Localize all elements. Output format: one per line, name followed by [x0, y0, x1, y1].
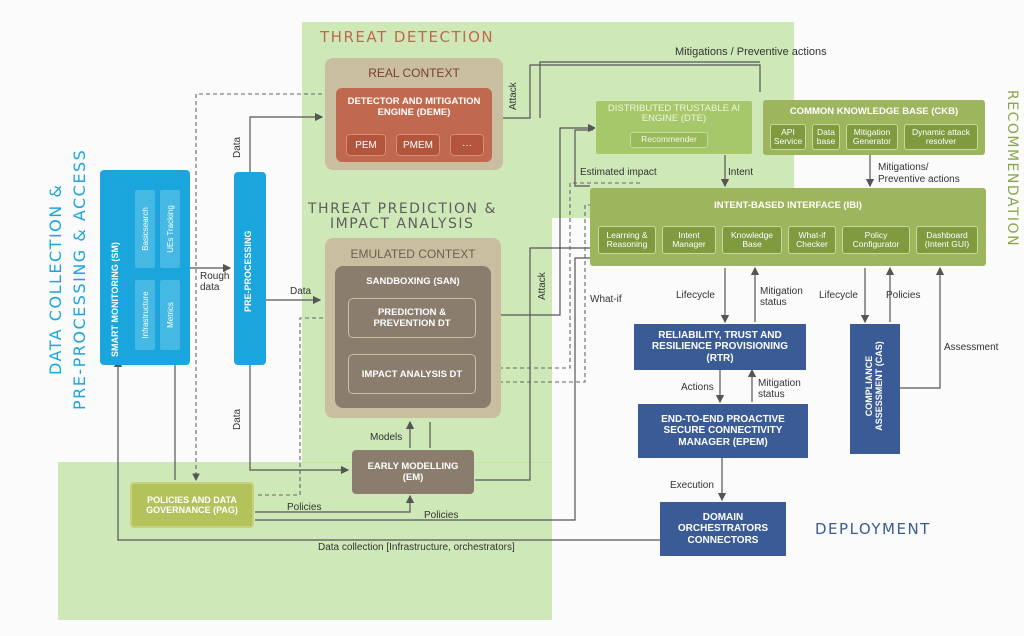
threat-prediction-title-2: IMPACT ANALYSIS [330, 216, 475, 232]
label-policies-1: Policies [287, 502, 322, 513]
more-box: ··· [450, 134, 484, 156]
pre-processing-title: PRE-PROCESSING [243, 230, 253, 312]
prediction-dt-box: PREDICTION & PREVENTION DT [348, 298, 476, 338]
ibi-item-learning: Learning & Reasoning [598, 226, 656, 254]
label-mitigation-status-1: Mitigation status [760, 286, 803, 308]
ckb-title: COMMON KNOWLEDGE BASE (CKB) [789, 106, 959, 117]
label-mitigation-status-2: Mitigation status [758, 378, 801, 400]
pem-box: PEM [346, 134, 386, 156]
label-attack-top: Attack [508, 82, 519, 110]
cas-box [850, 324, 900, 454]
ibi-item-dashboard: Dashboard (Intent GUI) [916, 226, 978, 254]
recommendation-title: RECOMMENDATION [1004, 90, 1020, 248]
pmem-box: PMEM [396, 134, 440, 156]
epem-box: END-TO-END PROACTIVE SECURE CONNECTIVITY… [638, 404, 808, 458]
ckb-item-dynamic-attack: Dynamic attack resolver [904, 124, 978, 150]
ckb-item-database: Data base [812, 124, 840, 150]
pag-box: POLICIES AND DATA GOVERNANCE (PAG) [130, 482, 254, 528]
deme-title: DETECTOR AND MITIGATION ENGINE (DEME) [347, 96, 481, 118]
dte-title: DISTRIBUTED TRUSTABLE AI ENGINE (DTE) [607, 103, 741, 125]
label-lifecycle-2: Lifecycle [819, 290, 858, 301]
label-mitigations-right: Mitigations/ Preventive actions [878, 162, 960, 185]
ibi-item-intent-manager: Intent Manager [662, 226, 716, 254]
real-context-title: REAL CONTEXT [368, 66, 460, 80]
ibi-item-knowledge-base: Knowledge Base [722, 226, 782, 254]
sm-item-infrastructure: Infrastructure [135, 280, 155, 350]
ckb-item-api: API Service [770, 124, 806, 150]
label-data-bottom: Data [232, 408, 243, 430]
label-data-collection: Data collection [Infrastructure, orchest… [318, 542, 515, 553]
ckb-item-mitigation-generator: Mitigation Generator [846, 124, 898, 150]
impact-dt-box: IMPACT ANALYSIS DT [348, 354, 476, 394]
smart-monitoring-title: SMART MONITORING (SM) [110, 242, 120, 357]
label-lifecycle-1: Lifecycle [676, 290, 715, 301]
sandboxing-title: SANDBOXING (SAN) [366, 276, 460, 287]
label-actions: Actions [681, 382, 714, 393]
threat-prediction-title-1: THREAT PREDICTION & [308, 201, 497, 217]
early-modelling-box: EARLY MODELLING (EM) [352, 450, 474, 494]
label-data-mid: Data [290, 286, 312, 297]
ibi-title: INTENT-BASED INTERFACE (IBI) [714, 200, 862, 211]
label-what-if: What-if [590, 294, 622, 305]
rtr-box: RELIABILITY, TRUST AND RESILIENCE PROVIS… [634, 324, 806, 370]
sm-item-ues-tracking: UEs Tracking [160, 190, 180, 268]
label-execution: Execution [670, 480, 714, 491]
threat-detection-title: THREAT DETECTION [320, 28, 495, 46]
pre-processing-box [234, 172, 266, 365]
label-policies-right: Policies [886, 290, 921, 301]
sm-item-metrics: Metrics [160, 280, 180, 350]
label-rough-data: Rough data [200, 271, 230, 293]
label-assessment: Assessment [944, 342, 999, 353]
ibi-item-policy: Policy Configurator [842, 226, 910, 254]
label-data-top: Data [232, 136, 243, 158]
label-mitigations-top: Mitigations / Preventive actions [675, 46, 827, 58]
domain-box: DOMAIN ORCHESTRATORS CONNECTORS [660, 502, 786, 556]
label-estimated-impact: Estimated impact [580, 167, 657, 178]
ibi-item-what-if: What-if Checker [788, 226, 836, 254]
cas-title: COMPLIANCE ASSESSMENT (CAS) [864, 341, 884, 431]
label-policies-2: Policies [424, 510, 459, 521]
label-intent: Intent [728, 167, 754, 178]
data-collection-title-1: DATA COLLECTION & [46, 183, 65, 375]
deployment-title: DEPLOYMENT [815, 520, 931, 538]
emulated-context-title: EMULATED CONTEXT [350, 247, 476, 261]
label-models: Models [370, 432, 403, 443]
data-collection-title-2: PRE-PROCESSING & ACCESS [70, 148, 89, 410]
recommender-box: Recommender [630, 132, 708, 148]
sm-item-basicsearch: Basicsearch [135, 190, 155, 268]
label-attack-mid: Attack [537, 272, 548, 300]
